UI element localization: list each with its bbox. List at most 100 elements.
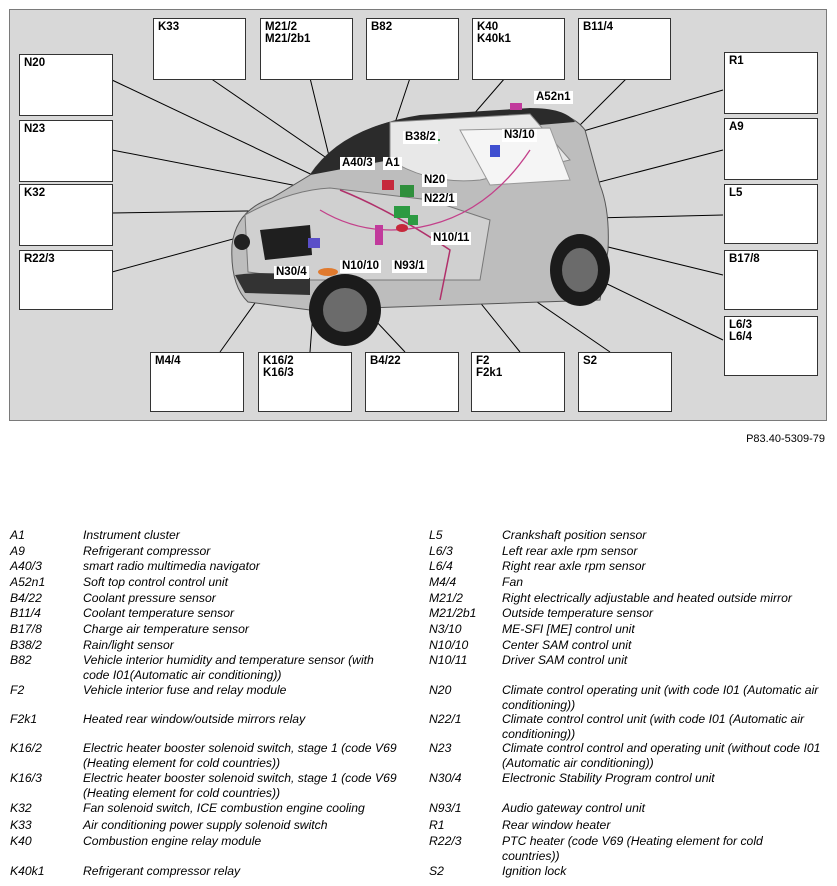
callout-label: R22/3	[24, 253, 55, 265]
legend-description: Outside temperature sensor	[502, 606, 654, 620]
legend-code: K33	[10, 818, 32, 832]
car-tag-a1: A1	[383, 157, 402, 170]
legend-description: Electronic Stability Program control uni…	[502, 771, 715, 785]
car-tag-n3-10: N3/10	[502, 129, 537, 142]
legend-description: Heated rear window/outside mirrors relay	[83, 712, 306, 726]
legend-code: F2k1	[10, 712, 38, 726]
figure-id: P83.40-5309-79	[746, 433, 825, 445]
callout-label: A9	[729, 121, 744, 133]
callout-label: S2	[583, 355, 598, 367]
legend-description: Right rear axle rpm sensor	[502, 559, 646, 573]
legend-code: B38/2	[10, 638, 42, 652]
legend-description: Audio gateway control unit	[502, 801, 645, 815]
legend-code: B17/8	[10, 622, 42, 636]
callout-label: K33	[158, 21, 180, 33]
legend-description: Climate control operating unit (with cod…	[502, 683, 819, 712]
legend-code: F2	[10, 683, 25, 697]
callout-label: F2	[476, 355, 490, 367]
legend-description: Ignition lock	[502, 864, 567, 878]
callout-box-s2: S2	[578, 352, 672, 412]
callout-label: K40	[477, 21, 499, 33]
callout-label-2: L6/4	[729, 331, 753, 343]
legend-code: N10/10	[429, 638, 469, 652]
legend-code: K40	[10, 834, 32, 848]
legend-code: K16/3	[10, 771, 42, 785]
legend-description: Left rear axle rpm sensor	[502, 544, 638, 558]
legend-code: M4/4	[429, 575, 457, 589]
legend-code: R22/3	[429, 834, 462, 848]
legend-description: Rain/light sensor	[83, 638, 174, 652]
legend-description: Fan solenoid switch, ICE combustion engi…	[83, 801, 365, 815]
callout-box-b17-8: B17/8	[724, 250, 818, 310]
car-tag-a52n1: A52n1	[534, 91, 573, 104]
legend-code: N20	[429, 683, 452, 697]
callout-box-l5: L5	[724, 184, 818, 244]
legend-description: Driver SAM control unit	[502, 653, 628, 667]
legend-code: L5	[429, 528, 443, 542]
legend-code: K40k1	[10, 864, 45, 878]
callout-box-b82: B82	[366, 18, 459, 80]
legend-description: Charge air temperature sensor	[83, 622, 249, 636]
legend-code: K32	[10, 801, 32, 815]
legend-description: Air conditioning power supply solenoid s…	[83, 818, 328, 832]
callout-box-m4-4: M4/4	[150, 352, 244, 412]
legend-description: Combustion engine relay module	[83, 834, 262, 848]
legend-code: L6/4	[429, 559, 453, 573]
legend-code: N93/1	[429, 801, 462, 815]
callout-label: B17/8	[729, 253, 760, 265]
callout-label: N23	[24, 123, 46, 135]
legend-description: ME-SFI [ME] control unit	[502, 622, 635, 636]
legend-description: smart radio multimedia navigator	[83, 559, 260, 573]
legend-code: M21/2b1	[429, 606, 477, 620]
car-tag-a40-3: A40/3	[340, 157, 375, 170]
callout-box-n20: N20	[19, 54, 113, 116]
callout-box-n23: N23	[19, 120, 113, 182]
car-illustration	[231, 103, 610, 346]
legend-code: N22/1	[429, 712, 462, 726]
legend-code: A40/3	[10, 559, 42, 573]
legend-description: Rear window heater	[502, 818, 611, 832]
legend-description: Coolant pressure sensor	[83, 591, 216, 605]
callout-box-k32: K32	[19, 184, 113, 246]
legend-code: M21/2	[429, 591, 463, 605]
car-tag-n93-1: N93/1	[392, 260, 427, 273]
legend-code: A1	[10, 528, 25, 542]
callout-label: N20	[24, 57, 46, 69]
callout-label-2: K16/3	[263, 367, 294, 379]
legend-description: Fan	[502, 575, 524, 589]
legend-code: B82	[10, 653, 32, 667]
legend-code: L6/3	[429, 544, 453, 558]
legend-description: Crankshaft position sensor	[502, 528, 647, 542]
callout-label: R1	[729, 55, 744, 67]
callout-label-2: F2k1	[476, 367, 503, 379]
legend-code: B4/22	[10, 591, 42, 605]
legend-description: Climate control control and operating un…	[502, 741, 821, 770]
callout-label: K32	[24, 187, 46, 199]
legend-description: Instrument cluster	[83, 528, 180, 542]
car-tag-n20: N20	[422, 174, 448, 187]
callout-box-b4-22: B4/22	[365, 352, 459, 412]
callout-label-2: M21/2b1	[265, 33, 311, 45]
legend-code: A9	[10, 544, 25, 558]
legend-description: Coolant temperature sensor	[83, 606, 235, 620]
legend-description: Soft top control control unit	[83, 575, 228, 589]
car-tag-n22-1: N22/1	[422, 193, 457, 206]
car-tag-b38-2: B38/2	[403, 131, 438, 144]
legend-code: R1	[429, 818, 445, 832]
legend-description: Electric heater booster solenoid switch,…	[83, 771, 397, 800]
callout-label: K16/2	[263, 355, 294, 367]
callout-label: B4/22	[370, 355, 401, 367]
car-tag-n10-10: N10/10	[340, 260, 382, 273]
callout-label: L5	[729, 187, 743, 199]
legend-code: N30/4	[429, 771, 462, 785]
legend-description: Climate control control unit (with code …	[502, 712, 805, 741]
callout-label: L6/3	[729, 319, 753, 331]
callout-box-r22-3: R22/3	[19, 250, 113, 310]
legend-code: B11/4	[10, 606, 41, 620]
callout-label: B11/4	[583, 21, 614, 33]
callout-box-b11-4: B11/4	[578, 18, 671, 80]
